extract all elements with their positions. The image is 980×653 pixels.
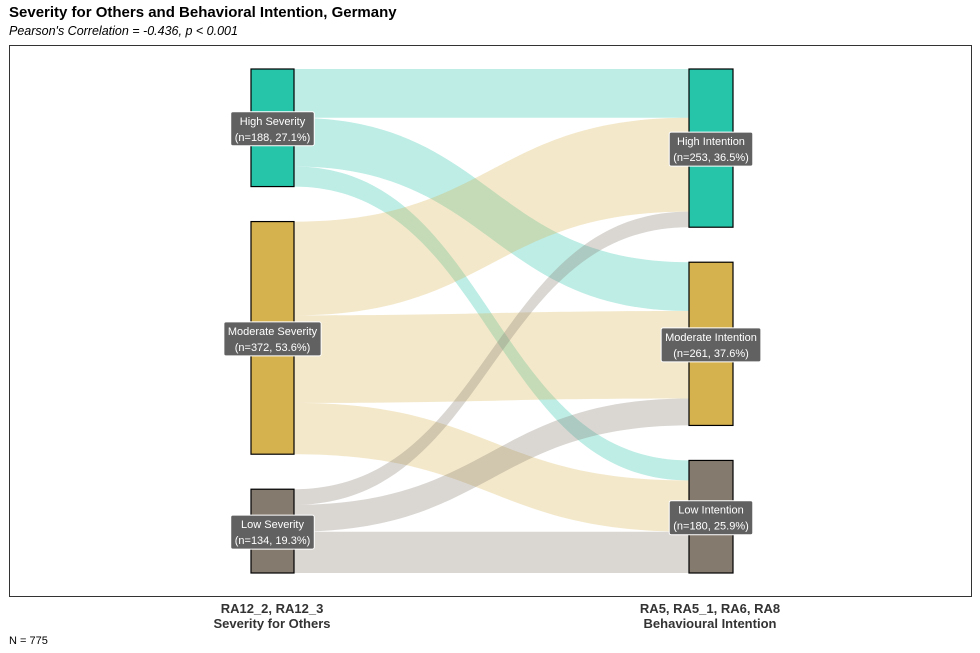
right-node-name-low: Low Intention [678, 505, 743, 517]
chart-title: Severity for Others and Behavioral Inten… [9, 4, 397, 21]
right-axis-label: RA5, RA5_1, RA6, RA8 Behavioural Intenti… [580, 601, 840, 631]
flow-high-severity-to-high-intention [294, 69, 689, 118]
left-node-name-moderate: Moderate Severity [228, 326, 318, 338]
sample-size-note: N = 775 [9, 635, 48, 647]
right-node-label-bg-high [668, 131, 754, 167]
flow-low-severity-to-high-intention [294, 211, 689, 505]
flow-low-severity-to-moderate-intention [294, 398, 689, 532]
right-node-label-bg-moderate [660, 327, 762, 363]
left-node-label-moderate: Moderate Severity (n=372, 53.6%) [223, 321, 322, 357]
labels-layer: High Severity (n=188, 27.1%) Moderate Seve… [223, 111, 762, 550]
left-axis-label: RA12_2, RA12_3 Severity for Others [142, 601, 402, 631]
flows-layer [294, 69, 689, 573]
left-node-label-low: Low Severity (n=134, 19.3%) [230, 514, 315, 550]
flow-moderate-severity-to-moderate-intention [294, 310, 689, 403]
right-node-label-moderate: Moderate Intention (n=261, 37.6%) [660, 327, 762, 363]
left-node-label-high: High Severity (n=188, 27.1%) [230, 111, 315, 147]
right-node-name-high: High Intention [677, 136, 745, 148]
chart-subtitle: Pearson's Correlation = -0.436, p < 0.00… [9, 24, 238, 38]
flow-high-severity-to-moderate-intention [294, 117, 689, 311]
right-axis-name: Behavioural Intention [643, 616, 777, 631]
right-node-count-low: (n=180, 25.9%) [673, 521, 749, 533]
flow-moderate-severity-to-low-intention [294, 402, 689, 532]
plot-frame [9, 45, 972, 597]
left-node-label-bg-low [230, 514, 315, 550]
left-node-count-low: (n=134, 19.3%) [235, 535, 311, 547]
right-node-count-high: (n=253, 36.5%) [673, 152, 749, 164]
left-node-label-bg-high [230, 111, 315, 147]
right-node-name-moderate: Moderate Intention [665, 332, 757, 344]
right-axis-vars: RA5, RA5_1, RA6, RA8 [639, 601, 781, 616]
left-node-name-high: High Severity [240, 116, 306, 128]
left-node-count-moderate: (n=372, 53.6%) [235, 342, 311, 354]
right-node-count-moderate: (n=261, 37.6%) [673, 348, 749, 360]
left-axis-name: Severity for Others [213, 616, 331, 631]
left-node-label-bg-moderate [223, 321, 322, 357]
left-node-count-high: (n=188, 27.1%) [235, 132, 311, 144]
left-node-name-low: Low Severity [241, 519, 304, 531]
right-node-label-low: Low Intention (n=180, 25.9%) [668, 500, 754, 536]
flow-moderate-severity-to-high-intention [294, 117, 689, 316]
flow-low-severity-to-low-intention [294, 531, 689, 573]
left-axis-vars: RA12_2, RA12_3 [220, 601, 324, 616]
right-node-label-high: High Intention (n=253, 36.5%) [668, 131, 754, 167]
flow-high-severity-to-low-intention [294, 166, 689, 481]
right-node-label-bg-low [668, 500, 754, 536]
